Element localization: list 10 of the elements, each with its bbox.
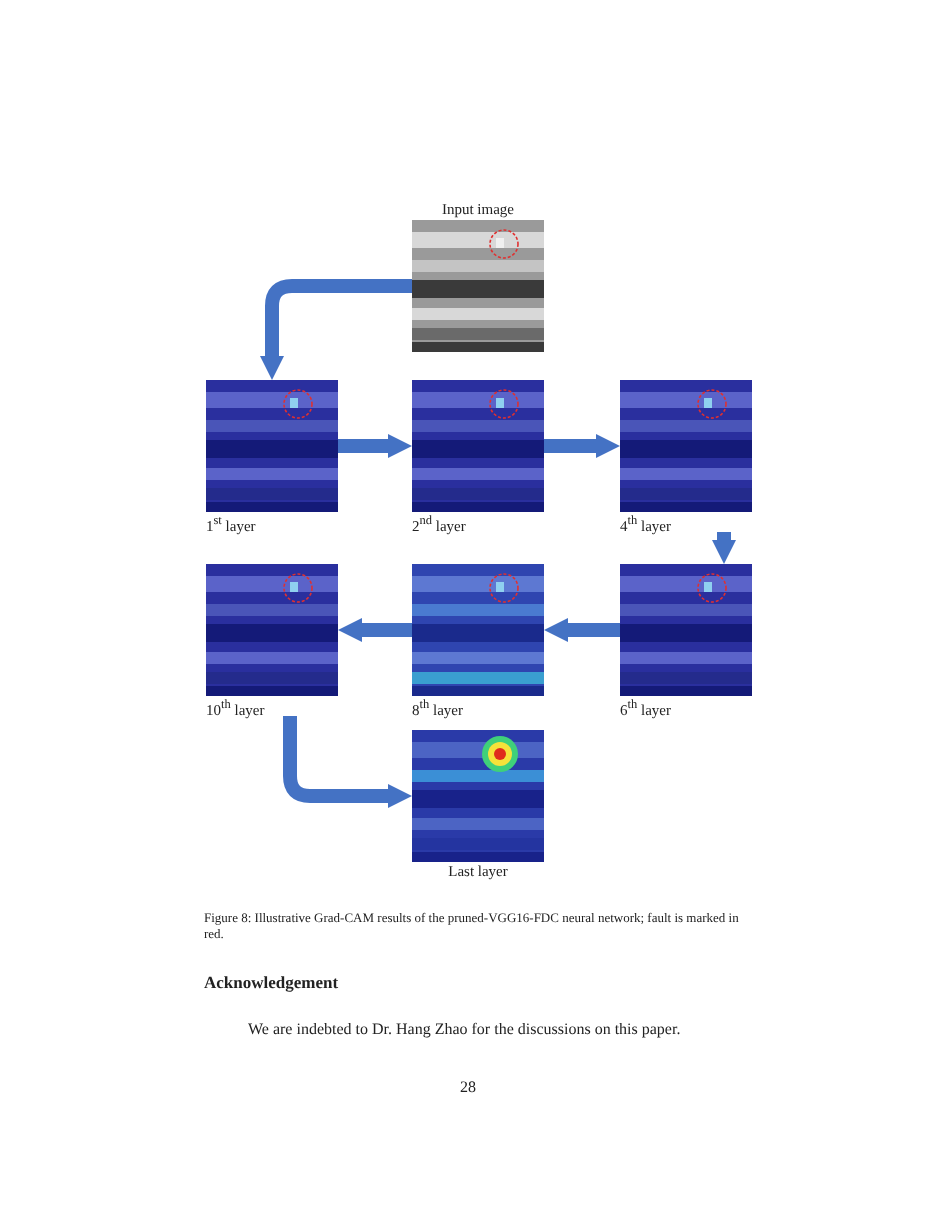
arrow bbox=[544, 434, 620, 458]
paragraph: We are indebted to Dr. Hang Zhao for the discussions on this paper. bbox=[248, 1020, 681, 1038]
arrow bbox=[544, 618, 620, 642]
arrow bbox=[338, 618, 412, 642]
arrow bbox=[260, 279, 412, 380]
arrow bbox=[283, 716, 412, 808]
arrow bbox=[712, 532, 736, 564]
section-heading: Acknowledgement bbox=[204, 972, 339, 992]
page-number: 28 bbox=[460, 1078, 476, 1096]
arrow bbox=[338, 434, 412, 458]
